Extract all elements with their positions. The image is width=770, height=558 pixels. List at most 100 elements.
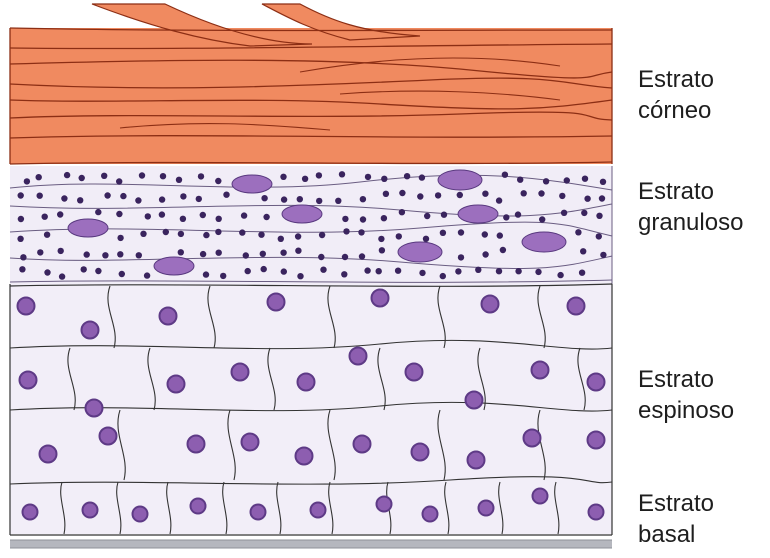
keratohyalin-granule [81,266,87,272]
keratohyalin-granule [216,216,222,222]
keratohyalin-granule [280,250,286,256]
keratohyalin-granule [117,251,123,257]
keratohyalin-granule [261,266,267,272]
keratohyalin-granule [102,252,108,258]
spinosum-nucleus [160,308,177,325]
keratohyalin-granule [260,251,266,257]
stratum-corneum [10,4,612,164]
basal-cell-nucleus [251,505,266,520]
spinosum-nucleus [468,452,485,469]
keratohyalin-granule [198,173,204,179]
keratohyalin-granule [335,198,341,204]
stratum-spinosum [10,284,612,484]
spinosum-nucleus [466,392,483,409]
keratohyalin-granule [581,210,587,216]
keratohyalin-granule [239,229,245,235]
keratohyalin-granule [120,193,126,199]
spinosum-nucleus [40,446,57,463]
basal-cell-nucleus [377,497,392,512]
keratohyalin-granule [64,172,70,178]
spinosum-nucleus [524,430,541,447]
keratohyalin-granule [101,173,107,179]
keratohyalin-granule [18,192,24,198]
keratohyalin-granule [200,212,206,218]
keratohyalin-granule [216,250,222,256]
keratohyalin-granule [342,254,348,260]
keratohyalin-granule [37,249,43,255]
keratohyalin-granule [145,213,151,219]
keratohyalin-granule [144,272,150,278]
keratohyalin-granule [535,269,541,275]
keratohyalin-granule [482,251,488,257]
label-granuloso-line1: Estrato [638,176,743,207]
keratohyalin-granule [180,216,186,222]
granulosum-nucleus [522,232,566,252]
keratohyalin-granule [539,216,545,222]
keratohyalin-granule [424,213,430,219]
keratohyalin-granule [457,192,463,198]
basal-cell-nucleus [479,501,494,516]
spinosum-nucleus [168,376,185,393]
spinosum-nucleus [268,294,285,311]
keratohyalin-granule [135,197,141,203]
spinosum-nucleus [296,448,313,465]
spinosum-nucleus [588,374,605,391]
basal-cell-nucleus [191,499,206,514]
keratohyalin-granule [475,267,481,273]
keratohyalin-granule [360,196,366,202]
keratohyalin-granule [435,192,441,198]
keratohyalin-granule [36,174,42,180]
keratohyalin-granule [339,171,345,177]
keratohyalin-granule [496,197,502,203]
spinosum-nucleus [18,298,35,315]
keratohyalin-granule [343,228,349,234]
spinosum-nucleus [412,444,429,461]
basal-cell-nucleus [423,507,438,522]
spinosum-nucleus [482,296,499,313]
label-estrato-granuloso: Estrato granuloso [638,176,743,238]
label-estrato-corneo: Estrato córneo [638,64,714,126]
keratohyalin-granule [261,195,267,201]
keratohyalin-granule [79,175,85,181]
spinosum-nucleus [372,290,389,307]
spinosum-nucleus [354,436,371,453]
spinosum-nucleus [86,400,103,417]
keratohyalin-granule [341,271,347,277]
keratohyalin-granule [176,177,182,183]
keratohyalin-granule [579,270,585,276]
keratohyalin-granule [419,174,425,180]
keratohyalin-granule [243,252,249,258]
keratohyalin-granule [77,197,83,203]
keratohyalin-granule [116,211,122,217]
basal-cell-nucleus [533,489,548,504]
keratohyalin-granule [517,177,523,183]
keratohyalin-granule [419,270,425,276]
keratohyalin-granule [159,196,165,202]
keratohyalin-granule [42,214,48,220]
keratohyalin-granule [440,273,446,279]
spinosum-nucleus [188,436,205,453]
keratohyalin-granule [278,236,284,242]
keratohyalin-granule [496,268,502,274]
keratohyalin-granule [18,216,24,222]
label-basal-line2: basal [638,519,714,550]
keratohyalin-granule [119,271,125,277]
granulosum-nucleus [458,205,498,223]
keratohyalin-granule [557,272,563,278]
keratohyalin-granule [599,195,605,201]
basal-cell-nucleus [311,503,326,518]
keratohyalin-granule [297,273,303,279]
keratohyalin-granule [399,190,405,196]
keratohyalin-granule [295,248,301,254]
keratohyalin-granule [140,231,146,237]
basement-membrane [10,540,612,548]
keratohyalin-granule [136,252,142,258]
keratohyalin-granule [44,269,50,275]
keratohyalin-granule [500,247,506,253]
keratohyalin-granule [381,176,387,182]
keratohyalin-granule [503,214,509,220]
keratohyalin-granule [360,216,366,222]
keratohyalin-granule [582,176,588,182]
spinosum-nucleus [298,374,315,391]
keratohyalin-granule [196,196,202,202]
